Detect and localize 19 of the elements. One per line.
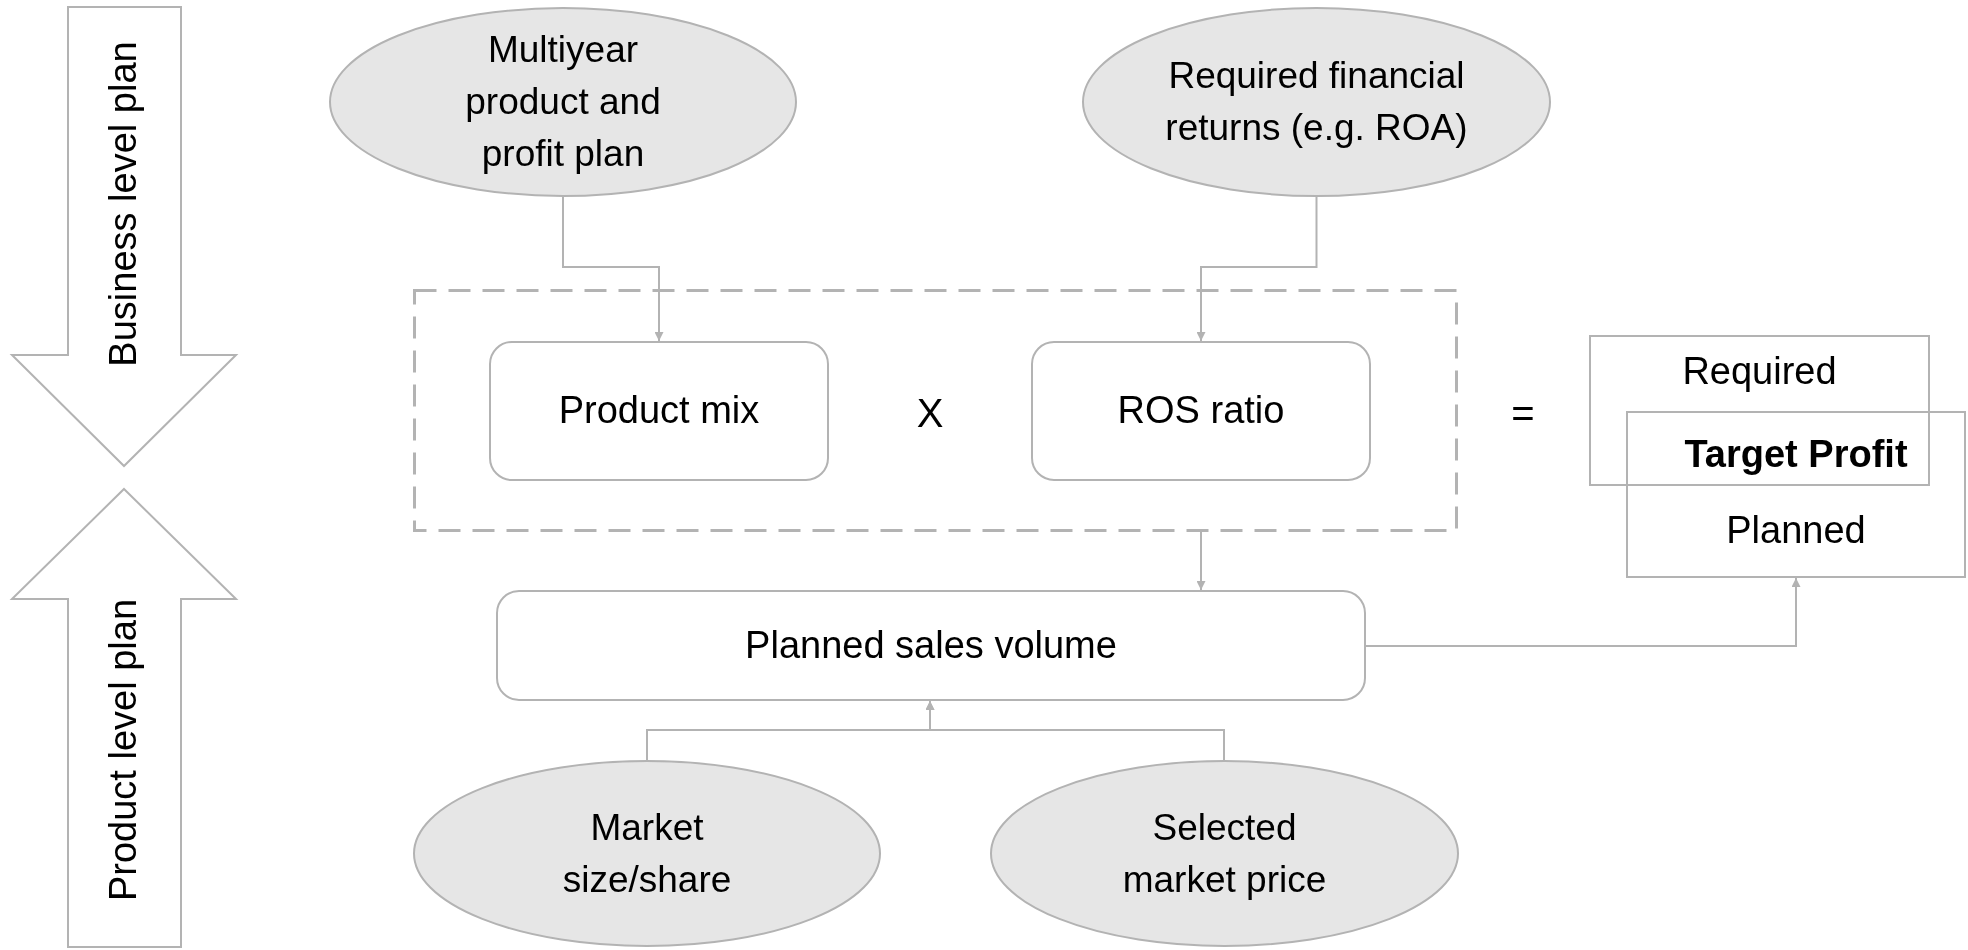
multiply-sign: X — [916, 390, 944, 436]
node-label: Multiyear product and profit plan — [464, 28, 662, 176]
overlap-label: Target Profit — [1684, 432, 1908, 476]
node-label: Market size/share — [561, 805, 733, 902]
equals-sign: = — [1511, 390, 1535, 436]
connector-arrow — [562, 196, 664, 342]
node-label: Planned sales volume — [745, 622, 1117, 668]
node-label: ROS ratio — [1117, 388, 1285, 434]
node-label: Planned — [1726, 507, 1866, 553]
node-label: Required financial returns (e.g. ROA) — [1164, 54, 1469, 150]
node-label: Required — [1682, 348, 1837, 394]
connector-arrow — [1365, 577, 1801, 647]
node-label: Product mix — [558, 388, 760, 434]
connector-arrow — [1196, 196, 1318, 342]
node-label: Business level plan — [101, 41, 146, 367]
connector-arrow — [1196, 531, 1206, 591]
connector-arrow — [925, 700, 1225, 761]
node-label: Product level plan — [101, 599, 146, 902]
node-label: Selected market price — [1121, 805, 1328, 902]
